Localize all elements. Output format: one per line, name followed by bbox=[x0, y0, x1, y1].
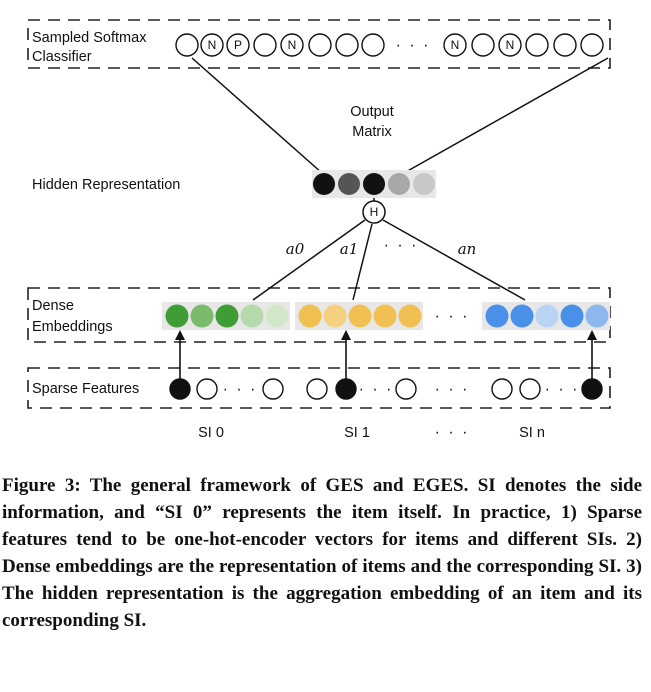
softmax-frame bbox=[27, 19, 611, 69]
softmax-node bbox=[253, 33, 277, 57]
softmax-node bbox=[226, 33, 250, 57]
sparse-node bbox=[196, 378, 218, 400]
dense-label-line1: Dense bbox=[32, 298, 74, 314]
softmax-node bbox=[200, 33, 224, 57]
sparse-group-si0: · · · bbox=[169, 378, 284, 400]
softmax-node bbox=[580, 33, 604, 57]
hidden-representation-label: Hidden Representation bbox=[32, 177, 180, 193]
sparse-node-active bbox=[335, 378, 357, 400]
h-to-densen-line bbox=[382, 219, 526, 301]
dense-node bbox=[298, 304, 322, 328]
dense-nodes bbox=[165, 304, 609, 328]
weight-a1: a1 bbox=[340, 240, 359, 258]
sparse-ellipsis: · · · bbox=[545, 381, 580, 398]
dense-node bbox=[373, 304, 397, 328]
softmax-node-label: N bbox=[288, 38, 297, 52]
dense-node bbox=[560, 304, 584, 328]
output-line-right bbox=[403, 57, 609, 174]
softmax-node bbox=[498, 33, 522, 57]
sparse-group-sin: · · · bbox=[491, 378, 603, 400]
dense-label-line2: Embeddings bbox=[32, 319, 113, 335]
softmax-node bbox=[553, 33, 577, 57]
hidden-node bbox=[313, 173, 335, 195]
dense-ellipsis: · · · bbox=[435, 308, 470, 325]
softmax-node bbox=[525, 33, 549, 57]
sparse-node bbox=[262, 378, 284, 400]
figure-caption: Figure 3: The general framework of GES a… bbox=[2, 475, 642, 631]
dense-node bbox=[165, 304, 189, 328]
hidden-node bbox=[363, 173, 385, 195]
softmax-node bbox=[471, 33, 495, 57]
si-label-1: SI 1 bbox=[344, 425, 370, 441]
sparse-ellipsis: · · · bbox=[359, 381, 394, 398]
dense-node bbox=[485, 304, 509, 328]
softmax-label-line2: Classifier bbox=[32, 49, 92, 65]
h-to-dense0-line bbox=[252, 219, 366, 301]
si-ellipsis: · · · bbox=[435, 424, 470, 441]
framework-diagram: Sampled Softmax Classifier Output Matrix… bbox=[27, 19, 611, 441]
sparse-node-active bbox=[581, 378, 603, 400]
sparse-middle-ellipsis: · · · bbox=[435, 381, 470, 398]
dense-node bbox=[190, 304, 214, 328]
softmax-node bbox=[443, 33, 467, 57]
si-label-0: SI 0 bbox=[198, 425, 224, 441]
softmax-node bbox=[308, 33, 332, 57]
softmax-node bbox=[335, 33, 359, 57]
softmax-node bbox=[175, 33, 199, 57]
sparse-ellipsis: · · · bbox=[223, 381, 258, 398]
sparse-group-si1: · · · bbox=[306, 378, 417, 400]
dense-node bbox=[323, 304, 347, 328]
sparse-node bbox=[519, 378, 541, 400]
dense-node bbox=[585, 304, 609, 328]
weight-an: an bbox=[458, 240, 477, 258]
dense-node bbox=[398, 304, 422, 328]
aggregation-node-label: H bbox=[370, 205, 379, 219]
output-matrix-label-line2: Matrix bbox=[352, 124, 392, 140]
sparse-node-active bbox=[169, 378, 191, 400]
sparse-frame bbox=[27, 367, 611, 409]
softmax-nodes: N P N · · · N N bbox=[175, 33, 604, 57]
output-matrix-label-line1: Output bbox=[350, 104, 394, 120]
dense-node bbox=[510, 304, 534, 328]
dense-node bbox=[348, 304, 372, 328]
hidden-node bbox=[338, 173, 360, 195]
sparse-node bbox=[306, 378, 328, 400]
hidden-node bbox=[413, 173, 435, 195]
dense-node bbox=[535, 304, 559, 328]
dense-node bbox=[240, 304, 264, 328]
softmax-node-label: N bbox=[451, 38, 460, 52]
softmax-node-label: P bbox=[234, 38, 242, 52]
h-to-dense1-line bbox=[352, 223, 373, 301]
dense-node bbox=[215, 304, 239, 328]
softmax-node bbox=[361, 33, 385, 57]
softmax-node-label: N bbox=[506, 38, 515, 52]
softmax-node-label: N bbox=[208, 38, 217, 52]
weight-a0: a0 bbox=[286, 240, 305, 258]
sparse-node bbox=[491, 378, 513, 400]
output-line-left bbox=[191, 57, 323, 174]
sparse-features-label: Sparse Features bbox=[32, 381, 139, 397]
weight-ellipsis: · · · bbox=[384, 237, 419, 254]
softmax-node bbox=[280, 33, 304, 57]
si-label-n: SI n bbox=[519, 425, 545, 441]
aggregation-node bbox=[362, 200, 386, 224]
sparse-node bbox=[395, 378, 417, 400]
softmax-ellipsis: · · · bbox=[396, 37, 431, 54]
softmax-label-line1: Sampled Softmax bbox=[32, 30, 147, 46]
dense-node bbox=[265, 304, 289, 328]
hidden-nodes bbox=[313, 173, 435, 195]
hidden-node bbox=[388, 173, 410, 195]
